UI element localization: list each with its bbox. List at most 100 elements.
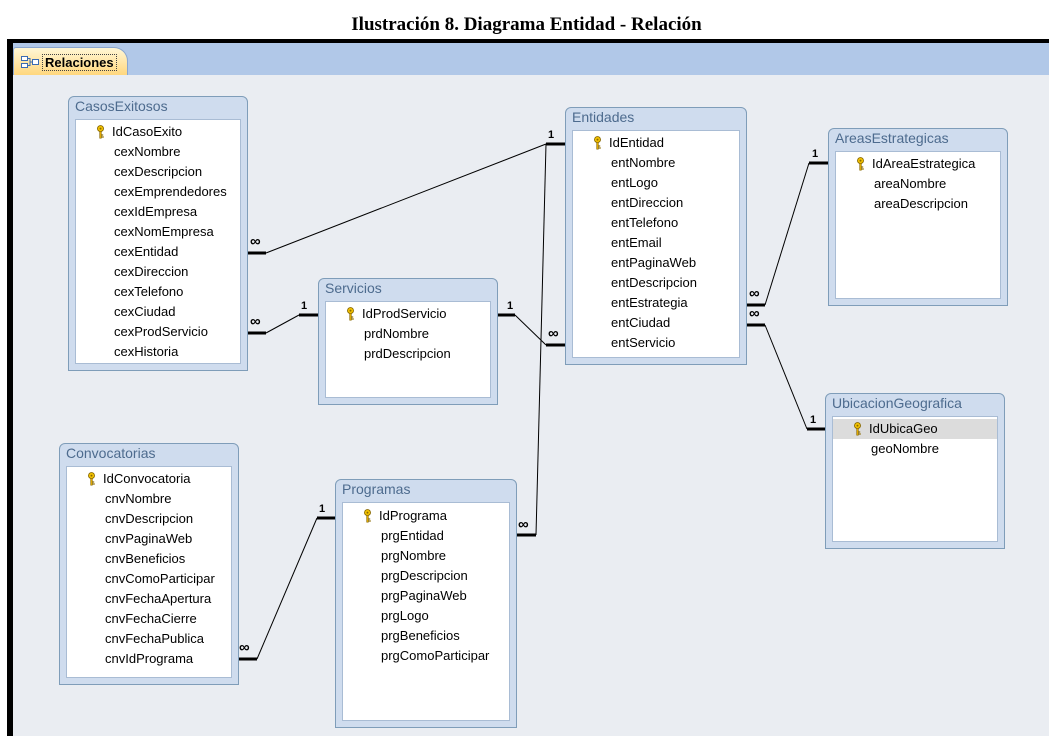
primary-key-field[interactable]: IdCasoExito <box>76 122 240 142</box>
table-field[interactable]: cexDireccion <box>76 262 240 282</box>
table-field[interactable]: cnvBeneficios <box>67 549 231 569</box>
primary-key-icon <box>593 136 602 150</box>
table-field[interactable]: cexCiudad <box>76 302 240 322</box>
table-field[interactable]: entLogo <box>573 173 739 193</box>
table-title[interactable]: UbicacionGeografica <box>832 395 962 411</box>
field-name: cexHistoria <box>114 344 179 359</box>
table-field[interactable]: cexDescripcion <box>76 162 240 182</box>
table-field[interactable]: entTelefono <box>573 213 739 233</box>
table-field[interactable]: cexProdServicio <box>76 322 240 342</box>
table-field[interactable]: entDireccion <box>573 193 739 213</box>
cardinality-one-mark: 1 <box>301 300 308 312</box>
table-title[interactable]: CasosExitosos <box>75 98 168 114</box>
table-field[interactable]: cexNombre <box>76 142 240 162</box>
table-title[interactable]: Servicios <box>325 280 382 296</box>
primary-key-field[interactable]: IdPrograma <box>343 506 509 526</box>
primary-key-field[interactable]: IdUbicaGeo <box>833 419 997 439</box>
field-name: prgLogo <box>381 608 429 623</box>
field-list[interactable]: IdPrograma prgEntidad prgNombre prgDescripc… <box>342 502 510 721</box>
field-name: prgBeneficios <box>381 628 460 643</box>
field-name: cexTelefono <box>114 284 184 299</box>
table-programas[interactable]: Programas IdPrograma prgEntidad prgNombre p… <box>335 479 517 728</box>
field-name: prdNombre <box>364 326 430 341</box>
table-field[interactable]: prgEntidad <box>343 526 509 546</box>
table-field[interactable]: cnvFechaCierre <box>67 609 231 629</box>
field-name: cnvNombre <box>105 491 172 506</box>
table-field[interactable]: cexHistoria <box>76 342 240 362</box>
table-field[interactable]: areaDescripcion <box>836 194 1000 214</box>
table-field[interactable]: prgLogo <box>343 606 509 626</box>
table-field[interactable]: entDescripcion <box>573 273 739 293</box>
table-field[interactable]: cexNomEmpresa <box>76 222 240 242</box>
table-field[interactable]: cnvDescripcion <box>67 509 231 529</box>
field-name: geoNombre <box>871 441 939 456</box>
field-name: cnvPaginaWeb <box>105 531 193 546</box>
field-name: cnvDescripcion <box>105 511 194 526</box>
table-field[interactable]: entCiudad <box>573 313 739 333</box>
cardinality-one-mark: 1 <box>812 148 819 160</box>
field-name: prgDescripcion <box>381 568 468 583</box>
table-field[interactable]: entPaginaWeb <box>573 253 739 273</box>
table-field[interactable]: prdDescripcion <box>326 344 490 364</box>
field-name: entEstrategia <box>611 295 688 310</box>
table-field[interactable]: cnvNombre <box>67 489 231 509</box>
relationships-icon <box>21 56 39 68</box>
table-field[interactable]: entServicio <box>573 333 739 353</box>
table-servicios[interactable]: Servicios IdProdServicio prdNombre prdDesc… <box>318 278 498 405</box>
table-title[interactable]: Programas <box>342 481 411 497</box>
table-field[interactable]: cnvFechaApertura <box>67 589 231 609</box>
table-field[interactable]: cexEmprendedores <box>76 182 240 202</box>
table-title[interactable]: Convocatorias <box>66 445 156 461</box>
table-field[interactable]: geoNombre <box>833 439 997 459</box>
primary-key-field[interactable]: IdConvocatoria <box>67 469 231 489</box>
cardinality-one-mark: 1 <box>548 129 555 141</box>
table-field[interactable]: entNombre <box>573 153 739 173</box>
table-title[interactable]: Entidades <box>572 109 635 125</box>
field-name: prgEntidad <box>381 528 444 543</box>
field-list[interactable]: IdConvocatoria cnvNombre cnvDescripcion cnv… <box>66 466 232 678</box>
field-name: entCiudad <box>611 315 671 330</box>
table-field[interactable]: cnvIdPrograma <box>67 649 231 669</box>
field-list[interactable]: IdUbicaGeo geoNombre <box>832 416 998 542</box>
field-list[interactable]: IdProdServicio prdNombre prdDescripcion <box>325 301 491 398</box>
field-name: entServicio <box>611 335 676 350</box>
table-field[interactable]: prdNombre <box>326 324 490 344</box>
table-field[interactable]: cnvComoParticipar <box>67 569 231 589</box>
primary-key-icon <box>87 472 96 486</box>
table-field[interactable]: prgPaginaWeb <box>343 586 509 606</box>
table-title[interactable]: AreasEstrategicas <box>835 130 949 146</box>
table-field[interactable]: prgComoParticipar <box>343 646 509 666</box>
table-field[interactable]: cnvFechaPublica <box>67 629 231 649</box>
primary-key-field[interactable]: IdEntidad <box>573 133 739 153</box>
relationship-casos-entidades <box>247 142 566 255</box>
table-field[interactable]: cnvPaginaWeb <box>67 529 231 549</box>
field-name: entLogo <box>611 175 658 190</box>
table-convocatorias[interactable]: Convocatorias IdConvocatoria cnvNombre cnv… <box>59 443 239 685</box>
tab-relaciones[interactable]: Relaciones <box>13 47 128 75</box>
table-field[interactable]: cexEntidad <box>76 242 240 262</box>
table-field[interactable]: entEstrategia <box>573 293 739 313</box>
field-name: entEmail <box>611 235 662 250</box>
relationship-casos-servicios <box>247 313 319 335</box>
table-ubicacion-geografica[interactable]: UbicacionGeografica IdUbicaGeo geoNombre <box>825 393 1005 549</box>
table-field[interactable]: entEmail <box>573 233 739 253</box>
table-field[interactable]: prgBeneficios <box>343 626 509 646</box>
table-field[interactable]: areaNombre <box>836 174 1000 194</box>
table-casos-exitosos[interactable]: CasosExitosos IdCasoExito cexNombre cexDes… <box>68 96 248 371</box>
primary-key-field[interactable]: IdAreaEstrategica <box>836 154 1000 174</box>
table-field[interactable]: prgDescripcion <box>343 566 509 586</box>
table-field[interactable]: cexIdEmpresa <box>76 202 240 222</box>
cardinality-many-mark: ∞ <box>749 305 760 322</box>
field-name: cexNombre <box>114 144 181 159</box>
table-field[interactable]: cexTelefono <box>76 282 240 302</box>
cardinality-many-mark: ∞ <box>548 325 559 342</box>
table-field[interactable]: prgNombre <box>343 546 509 566</box>
primary-key-field[interactable]: IdProdServicio <box>326 304 490 324</box>
relationship-canvas[interactable]: ∞ 1 ∞ 1 1 ∞ ∞ 1 ∞ ∞ 1 1 ∞ CasosExitosos … <box>13 75 1049 736</box>
field-name: cexNomEmpresa <box>114 224 214 239</box>
